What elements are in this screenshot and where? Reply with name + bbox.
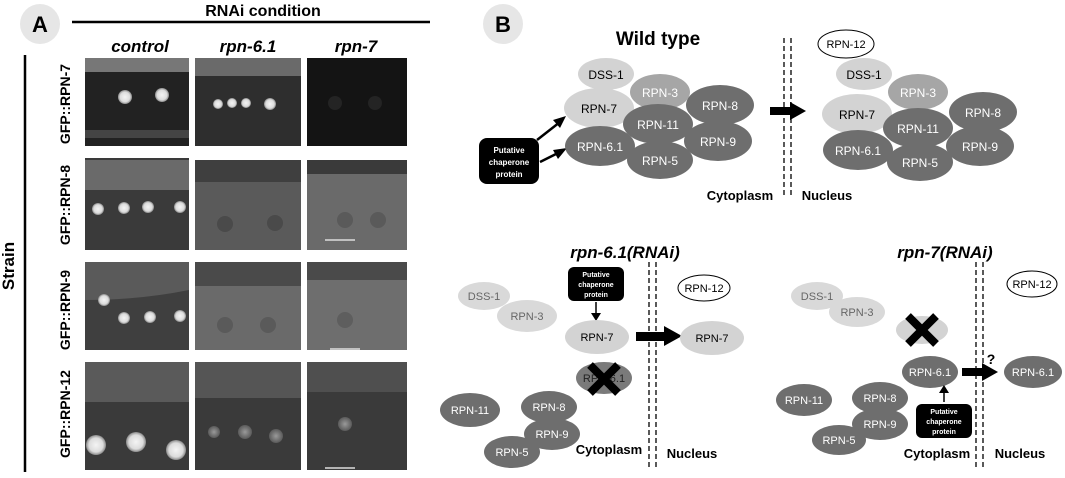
panel-a: A RNAi condition control rpn-6.1 rpn-7 S… [0,3,430,472]
rpn7-chaperone-line3: protein [932,429,956,436]
rpn7-rnai-title: rpn-7(RNAi) [897,243,993,262]
wt-rpn61: RPN-6.1 [577,140,623,154]
wt-nuc-dss1: DSS-1 [846,68,882,82]
rpn61-export-arrow [636,326,682,346]
wt-rpn7: RPN-7 [581,102,617,116]
rpn7-rpn9: RPN-9 [863,419,896,431]
micrograph-rpn12-rpn7 [307,362,407,470]
row-gfp-rpn-8: GFP::RPN-8 [57,165,73,245]
wt-nuc-rpn7: RPN-7 [839,108,875,122]
wt-cytoplasm-label: Cytoplasm [707,188,773,203]
rpn7-rpn61: RPN-6.1 [909,367,951,379]
wt-nuc-rpn8: RPN-8 [965,106,1001,120]
panel-a-letter: A [32,12,48,37]
rpn61-dss1: DSS-1 [468,291,500,303]
wt-rpn12: RPN-12 [826,39,865,51]
wt-chaperone-line1: Putative [493,146,525,155]
rpn61-rpn11: RPN-11 [451,405,489,417]
wt-import-arrow [770,102,806,120]
rpn7-rpn11: RPN-11 [785,395,823,407]
wild-type-title: Wild type [616,29,700,50]
panel-b-letter: B [495,12,511,37]
panel-b: B Wild type Putative chaperone protein D… [440,4,1062,468]
rpn7-dss1: DSS-1 [801,291,833,303]
micrograph-rpn7-control [85,58,189,146]
wt-left-complex: DSS-1 RPN-3 RPN-7 RPN-8 RPN-11 RPN-6.1 R… [564,58,754,179]
wt-nuc-rpn3: RPN-3 [900,86,936,100]
row-gfp-rpn-9: GFP::RPN-9 [57,270,73,350]
wt-nucleus-label: Nucleus [802,188,853,203]
wt-nuc-rpn61: RPN-6.1 [835,144,881,158]
wt-rpn3: RPN-3 [642,86,678,100]
micrograph-rpn8-rpn7 [307,160,407,250]
micrograph-rpn12-control [85,362,189,470]
wt-nuc-rpn11: RPN-11 [897,122,939,136]
rpn61-cytoplasm-label: Cytoplasm [576,442,642,457]
wt-rpn11: RPN-11 [637,118,679,132]
wt-rpn8: RPN-8 [702,99,738,113]
rpn7-rpn3: RPN-3 [840,307,873,319]
column-rpn-7: rpn-7 [335,37,379,56]
micrograph-rpn9-control [85,262,189,350]
rpn61-rpn8: RPN-8 [532,402,565,414]
rpn61-chaperone-line1: Putative [582,272,609,279]
rpn61-rpn9: RPN-9 [535,429,568,441]
micrograph-rpn7-rpn61 [195,58,301,146]
rpn7-crossed-subunit [896,313,948,347]
rpn61-rpn5: RPN-5 [495,447,528,459]
rpn7-nucleus-label: Nucleus [995,446,1046,461]
column-control: control [111,37,170,56]
rpn7-rpn12: RPN-12 [1012,279,1051,291]
wt-dss1: DSS-1 [588,68,624,82]
micrograph-rpn8-control [85,158,189,250]
rpn7-chaperone-box: Putative chaperone protein [916,404,972,438]
rpn7-chaperone-line2: chaperone [926,419,962,426]
rpn61-rnai-title: rpn-6.1(RNAi) [570,243,680,262]
wt-rpn9: RPN-9 [700,135,736,149]
rpn7-rpn8: RPN-8 [863,393,896,405]
row-gfp-rpn-7: GFP::RPN-7 [57,64,73,144]
rpn61-rpn3: RPN-3 [510,311,543,323]
rpn7-rpn5: RPN-5 [822,435,855,447]
rpn61-rpn7: RPN-7 [580,332,613,344]
rnai-condition-header: RNAi condition [205,3,321,20]
rpn61-crossed-subunit: RPN-6.1 [576,362,632,396]
column-rpn-6-1: rpn-6.1 [220,37,277,56]
micrograph-rpn8-rpn61 [195,160,301,250]
panel-b-badge [483,4,523,44]
rpn61-rpn12: RPN-12 [684,283,723,295]
wt-nuc-rpn5: RPN-5 [902,156,938,170]
strain-label: Strain [0,242,18,290]
rpn7-chaperone-line1: Putative [930,409,957,416]
wt-right-complex: RPN-12 DSS-1 RPN-3 RPN-7 RPN-8 RPN-11 RP… [817,29,1017,181]
panel-a-badge [20,4,60,44]
wt-rpn5: RPN-5 [642,154,678,168]
rpn7-export-arrow [962,363,998,381]
rpn7-question-mark: ? [987,351,996,367]
wt-nuc-rpn9: RPN-9 [962,140,998,154]
wt-chaperone-line3: protein [495,170,522,179]
micrograph-rpn12-rpn61 [195,362,301,470]
rpn61-chaperone-line2: chaperone [578,282,614,289]
row-gfp-rpn-12: GFP::RPN-12 [57,370,73,458]
rpn7-cytoplasm-label: Cytoplasm [904,446,970,461]
rpn61-chaperone-line3: protein [584,292,608,299]
micrograph-rpn7-rpn7 [307,58,407,146]
micrograph-rpn9-rpn7 [307,262,407,350]
wt-arrow-to-rpn7 [536,121,561,141]
micrograph-rpn9-rpn61 [195,262,301,350]
wt-chaperone-box: Putative chaperone protein [479,138,539,184]
rpn7-nuc-rpn61: RPN-6.1 [1012,367,1054,379]
rpn61-nuc-rpn7: RPN-7 [695,333,728,345]
wt-chaperone-line2: chaperone [489,158,530,167]
rpn61-chaperone-box: Putative chaperone protein [568,267,624,301]
rpn61-nucleus-label: Nucleus [667,446,718,461]
